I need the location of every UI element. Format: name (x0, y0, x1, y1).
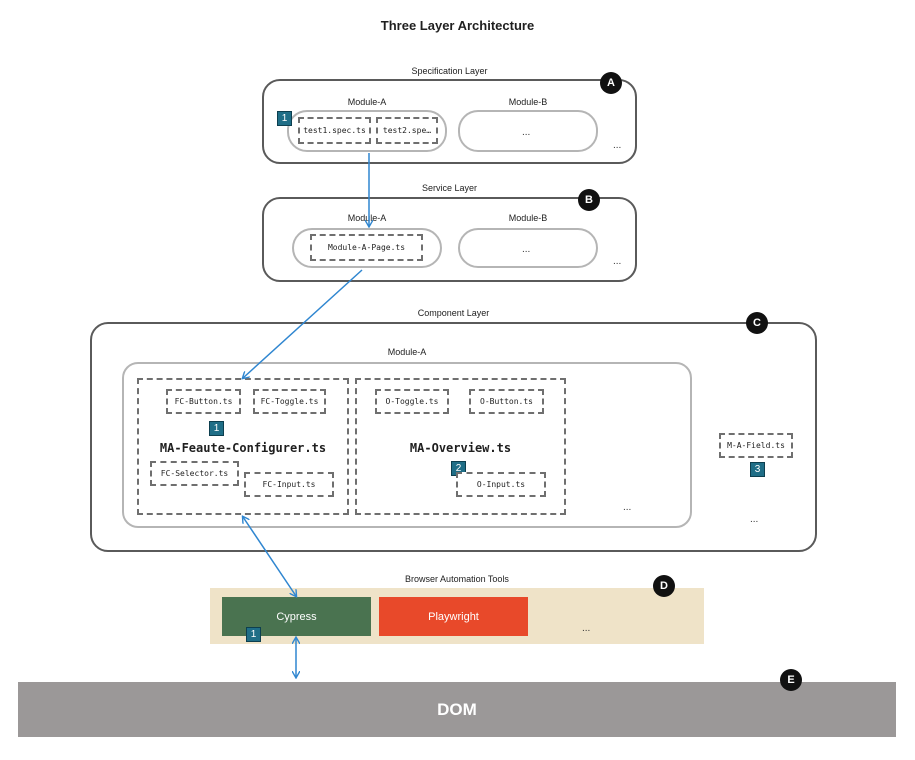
browser-tools-label: Browser Automation Tools (405, 574, 509, 584)
spec-layer-ellipsis: ... (613, 140, 622, 151)
fc-selector-file: FC-Selector.ts (150, 461, 239, 486)
spec-layer-badge: A (600, 72, 622, 94)
spec-module-b-ellipsis: ... (522, 127, 531, 138)
fc-toggle-file: FC-Toggle.ts (253, 389, 326, 414)
component-layer-ellipsis: ... (750, 514, 759, 525)
o-input-file: O-Input.ts (456, 472, 546, 497)
component-layer-badge: C (746, 312, 768, 334)
fc-button-file: FC-Button.ts (166, 389, 241, 414)
spec-number-badge: 1 (277, 111, 292, 126)
service-layer-label: Service Layer (421, 183, 478, 193)
o-button-file: O-Button.ts (469, 389, 544, 414)
service-module-b-label: Module-B (508, 213, 548, 223)
spec-layer-label: Specification Layer (411, 66, 488, 76)
service-layer-badge: B (578, 189, 600, 211)
o-toggle-file: O-Toggle.ts (375, 389, 449, 414)
dom-badge: E (780, 669, 802, 691)
fc-input-file: FC-Input.ts (244, 472, 334, 497)
configurer-number-badge: 1 (209, 421, 224, 436)
service-module-b-pill (458, 228, 598, 268)
configurer-name: MA-Feaute-Configurer.ts (159, 441, 327, 455)
diagram-title: Three Layer Architecture (380, 18, 535, 33)
service-layer-ellipsis: ... (613, 256, 622, 267)
browser-tools-ellipsis: ... (582, 623, 591, 634)
arrow-component-tools (243, 517, 296, 596)
overview-box (355, 378, 566, 515)
service-file-module-a-page: Module-A-Page.ts (310, 234, 423, 261)
arrow-service-to-component (243, 269, 363, 378)
service-module-b-ellipsis: ... (522, 244, 531, 255)
component-layer-label: Component Layer (417, 308, 490, 318)
m-a-field-file: M-A-Field.ts (719, 433, 793, 458)
spec-module-a-label: Module-A (347, 97, 387, 107)
browser-tools-badge: D (653, 575, 675, 597)
playwright-box: Playwright (379, 597, 528, 636)
cypress-number-badge: 1 (246, 627, 261, 642)
service-module-a-label: Module-A (347, 213, 387, 223)
spec-file-test1: test1.spec.ts (298, 117, 371, 144)
field-number-badge: 3 (750, 462, 765, 477)
overview-name: MA-Overview.ts (409, 441, 512, 455)
component-module-a-label: Module-A (387, 347, 427, 357)
spec-file-test2: test2.spe… (376, 117, 438, 144)
dom-bar: DOM (18, 682, 896, 737)
spec-module-b-pill (458, 110, 598, 152)
component-module-ellipsis: ... (623, 502, 632, 513)
spec-module-b-label: Module-B (508, 97, 548, 107)
